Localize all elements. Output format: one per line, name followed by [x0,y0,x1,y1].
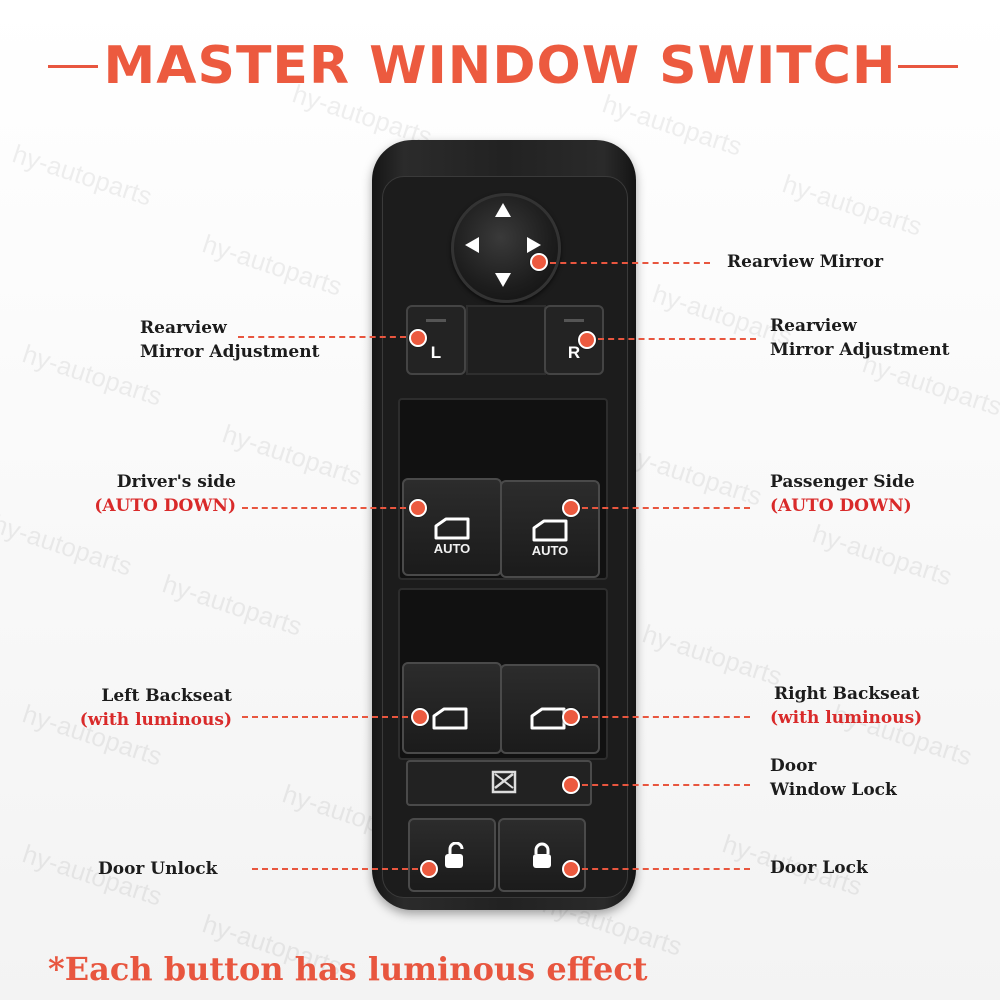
watermark: hy-autoparts [159,568,306,642]
watermark: hy-autoparts [639,618,786,692]
watermark: hy-autoparts [619,438,766,512]
watermark: hy-autoparts [9,138,156,212]
callout-dot [562,499,580,517]
auto-label: AUTO [531,543,569,558]
mirror-arrows-icon [465,203,541,287]
leader-line [242,507,406,509]
mirror-right-label: R [567,343,581,362]
title-divider-left [48,65,98,68]
page-title: MASTER WINDOW SWITCH [103,36,897,96]
leader-line [598,338,756,340]
leader-line [242,716,408,718]
auto-label: AUTO [433,541,471,556]
leader-line [582,507,750,509]
title-divider-right [898,65,958,68]
label-door-lock: Door Lock [770,858,868,878]
leader-line [582,716,750,718]
label-door-window-lock: Door Window Lock [770,756,897,800]
indicator-led [564,319,584,322]
door-unlock-button[interactable] [408,818,496,892]
window-lock-button[interactable] [406,760,592,806]
window-icon [530,707,566,730]
callout-dot [562,776,580,794]
leader-line [550,262,710,264]
lock-icon [533,842,551,868]
callout-dot [530,253,548,271]
passenger-window-switch[interactable]: AUTO [500,480,600,578]
label-left-backseat: Left Backseat (with luminous) [79,686,232,730]
callout-dot [409,329,427,347]
window-lock-icon [491,770,517,794]
right-rear-window-switch[interactable] [500,664,600,754]
driver-window-switch[interactable]: AUTO [402,478,502,576]
label-drivers-side: Driver's side (AUTO DOWN) [94,472,236,516]
callout-dot [409,499,427,517]
watermark: hy-autoparts [219,418,366,492]
mirror-left-button[interactable]: L [406,305,466,375]
callout-dot [562,708,580,726]
mirror-joystick[interactable] [451,193,561,303]
label-passenger-side: Passenger Side (AUTO DOWN) [770,472,915,516]
callout-dot [411,708,429,726]
footer-note: *Each button has luminous effect [48,950,648,988]
title-row: MASTER WINDOW SWITCH [0,28,1000,98]
watermark: hy-autoparts [779,168,926,242]
leader-line [252,868,418,870]
label-right-backseat: Right Backseat (with luminous) [770,684,923,728]
indicator-led [426,319,446,322]
label-rearview-mirror: Rearview Mirror [727,252,884,272]
label-mirror-adjustment-right: Rearview Mirror Adjustment [770,316,950,360]
mirror-selector-center [466,305,546,375]
mirror-left-label: L [430,343,442,362]
watermark: hy-autoparts [0,508,136,582]
window-icon [434,517,470,540]
label-door-unlock: Door Unlock [98,859,218,879]
leader-line [238,336,406,338]
door-lock-button[interactable] [498,818,586,892]
unlock-icon [445,842,464,868]
callout-dot [578,331,596,349]
window-icon [532,519,568,542]
leader-line [582,868,750,870]
window-icon [432,707,468,730]
mirror-right-button[interactable]: R [544,305,604,375]
label-mirror-adjustment-left: Rearview Mirror Adjustment [140,318,320,362]
leader-line [582,784,750,786]
callout-dot [562,860,580,878]
watermark: hy-autoparts [199,228,346,302]
callout-dot [420,860,438,878]
watermark: hy-autoparts [809,518,956,592]
